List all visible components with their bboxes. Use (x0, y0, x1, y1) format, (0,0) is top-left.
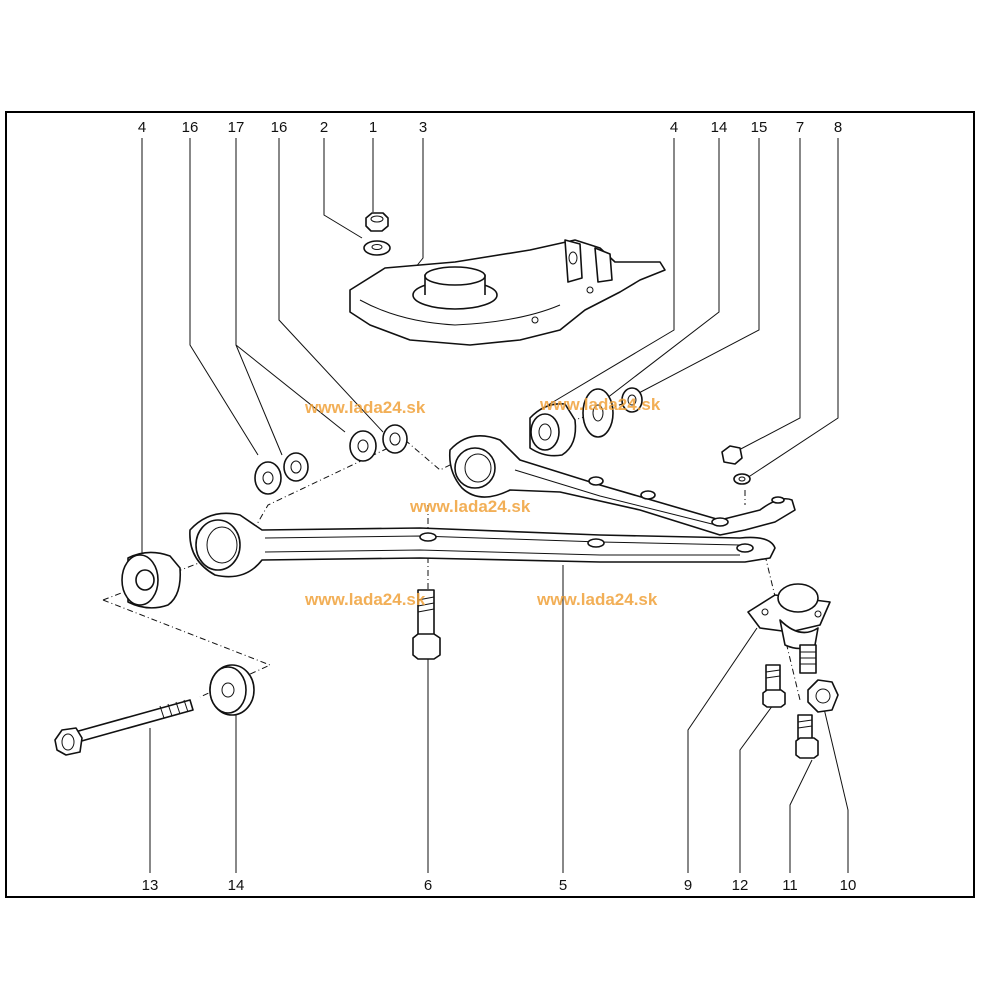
diagram-frame (5, 111, 975, 898)
callout-label: 2 (320, 119, 328, 136)
watermark-text: www.lada24.sk (536, 590, 658, 609)
nut-part-7 (721, 445, 743, 465)
nut-part-10 (807, 679, 839, 713)
callout-label: 10 (840, 877, 857, 894)
callout-label: 4 (138, 119, 146, 136)
callout-label: 15 (751, 119, 768, 136)
watermark-text: www.lada24.sk (409, 497, 531, 516)
callout-label: 13 (142, 877, 159, 894)
washers-part-16-17-right (349, 424, 408, 462)
callout-label: 4 (670, 119, 678, 136)
watermark-text: www.lada24.sk (539, 395, 661, 414)
callout-label: 11 (782, 877, 798, 894)
callout-label: 8 (834, 119, 842, 136)
strut-arm (448, 434, 796, 536)
bolt-part-6 (412, 589, 441, 660)
upper-bracket-part-3 (349, 239, 666, 346)
callout-label: 3 (419, 119, 427, 136)
spacer-part-15 (621, 387, 643, 413)
washers-part-16-17-left (254, 452, 309, 495)
watermark-text: www.lada24.sk (304, 590, 426, 609)
callout-label: 6 (424, 877, 432, 894)
washer-part-2 (363, 240, 391, 256)
callout-label: 16 (182, 119, 199, 136)
bolt-part-13 (54, 699, 194, 756)
washer-part-8 (733, 473, 751, 485)
lower-arm-part-5 (189, 512, 776, 578)
callout-label: 9 (684, 877, 692, 894)
callout-label: 16 (271, 119, 288, 136)
callout-label: 5 (559, 877, 567, 894)
callouts-top: 4 16 17 16 2 1 3 4 14 15 7 8 (138, 119, 842, 136)
washer-part-14-bottom (209, 664, 255, 716)
nut-part-1 (365, 212, 389, 232)
callout-label: 1 (369, 119, 377, 136)
washer-part-14-right (582, 388, 614, 438)
bolt-part-12 (762, 664, 786, 708)
bushing-part-4-right (529, 402, 577, 457)
bolt-part-11 (795, 714, 819, 759)
callout-label: 7 (796, 119, 804, 136)
leader-lines (141, 138, 849, 873)
callouts-bottom: 13 14 6 5 9 12 11 10 (142, 877, 857, 894)
callout-label: 17 (228, 119, 245, 136)
watermarks: www.lada24.sk www.lada24.sk www.lada24.s… (304, 395, 661, 609)
watermark-text: www.lada24.sk (304, 398, 426, 417)
callout-label: 14 (711, 119, 728, 136)
ball-joint-part-9 (747, 583, 831, 674)
callout-label: 14 (228, 877, 245, 894)
callout-label: 12 (732, 877, 749, 894)
bushing-part-4-left (121, 551, 182, 609)
